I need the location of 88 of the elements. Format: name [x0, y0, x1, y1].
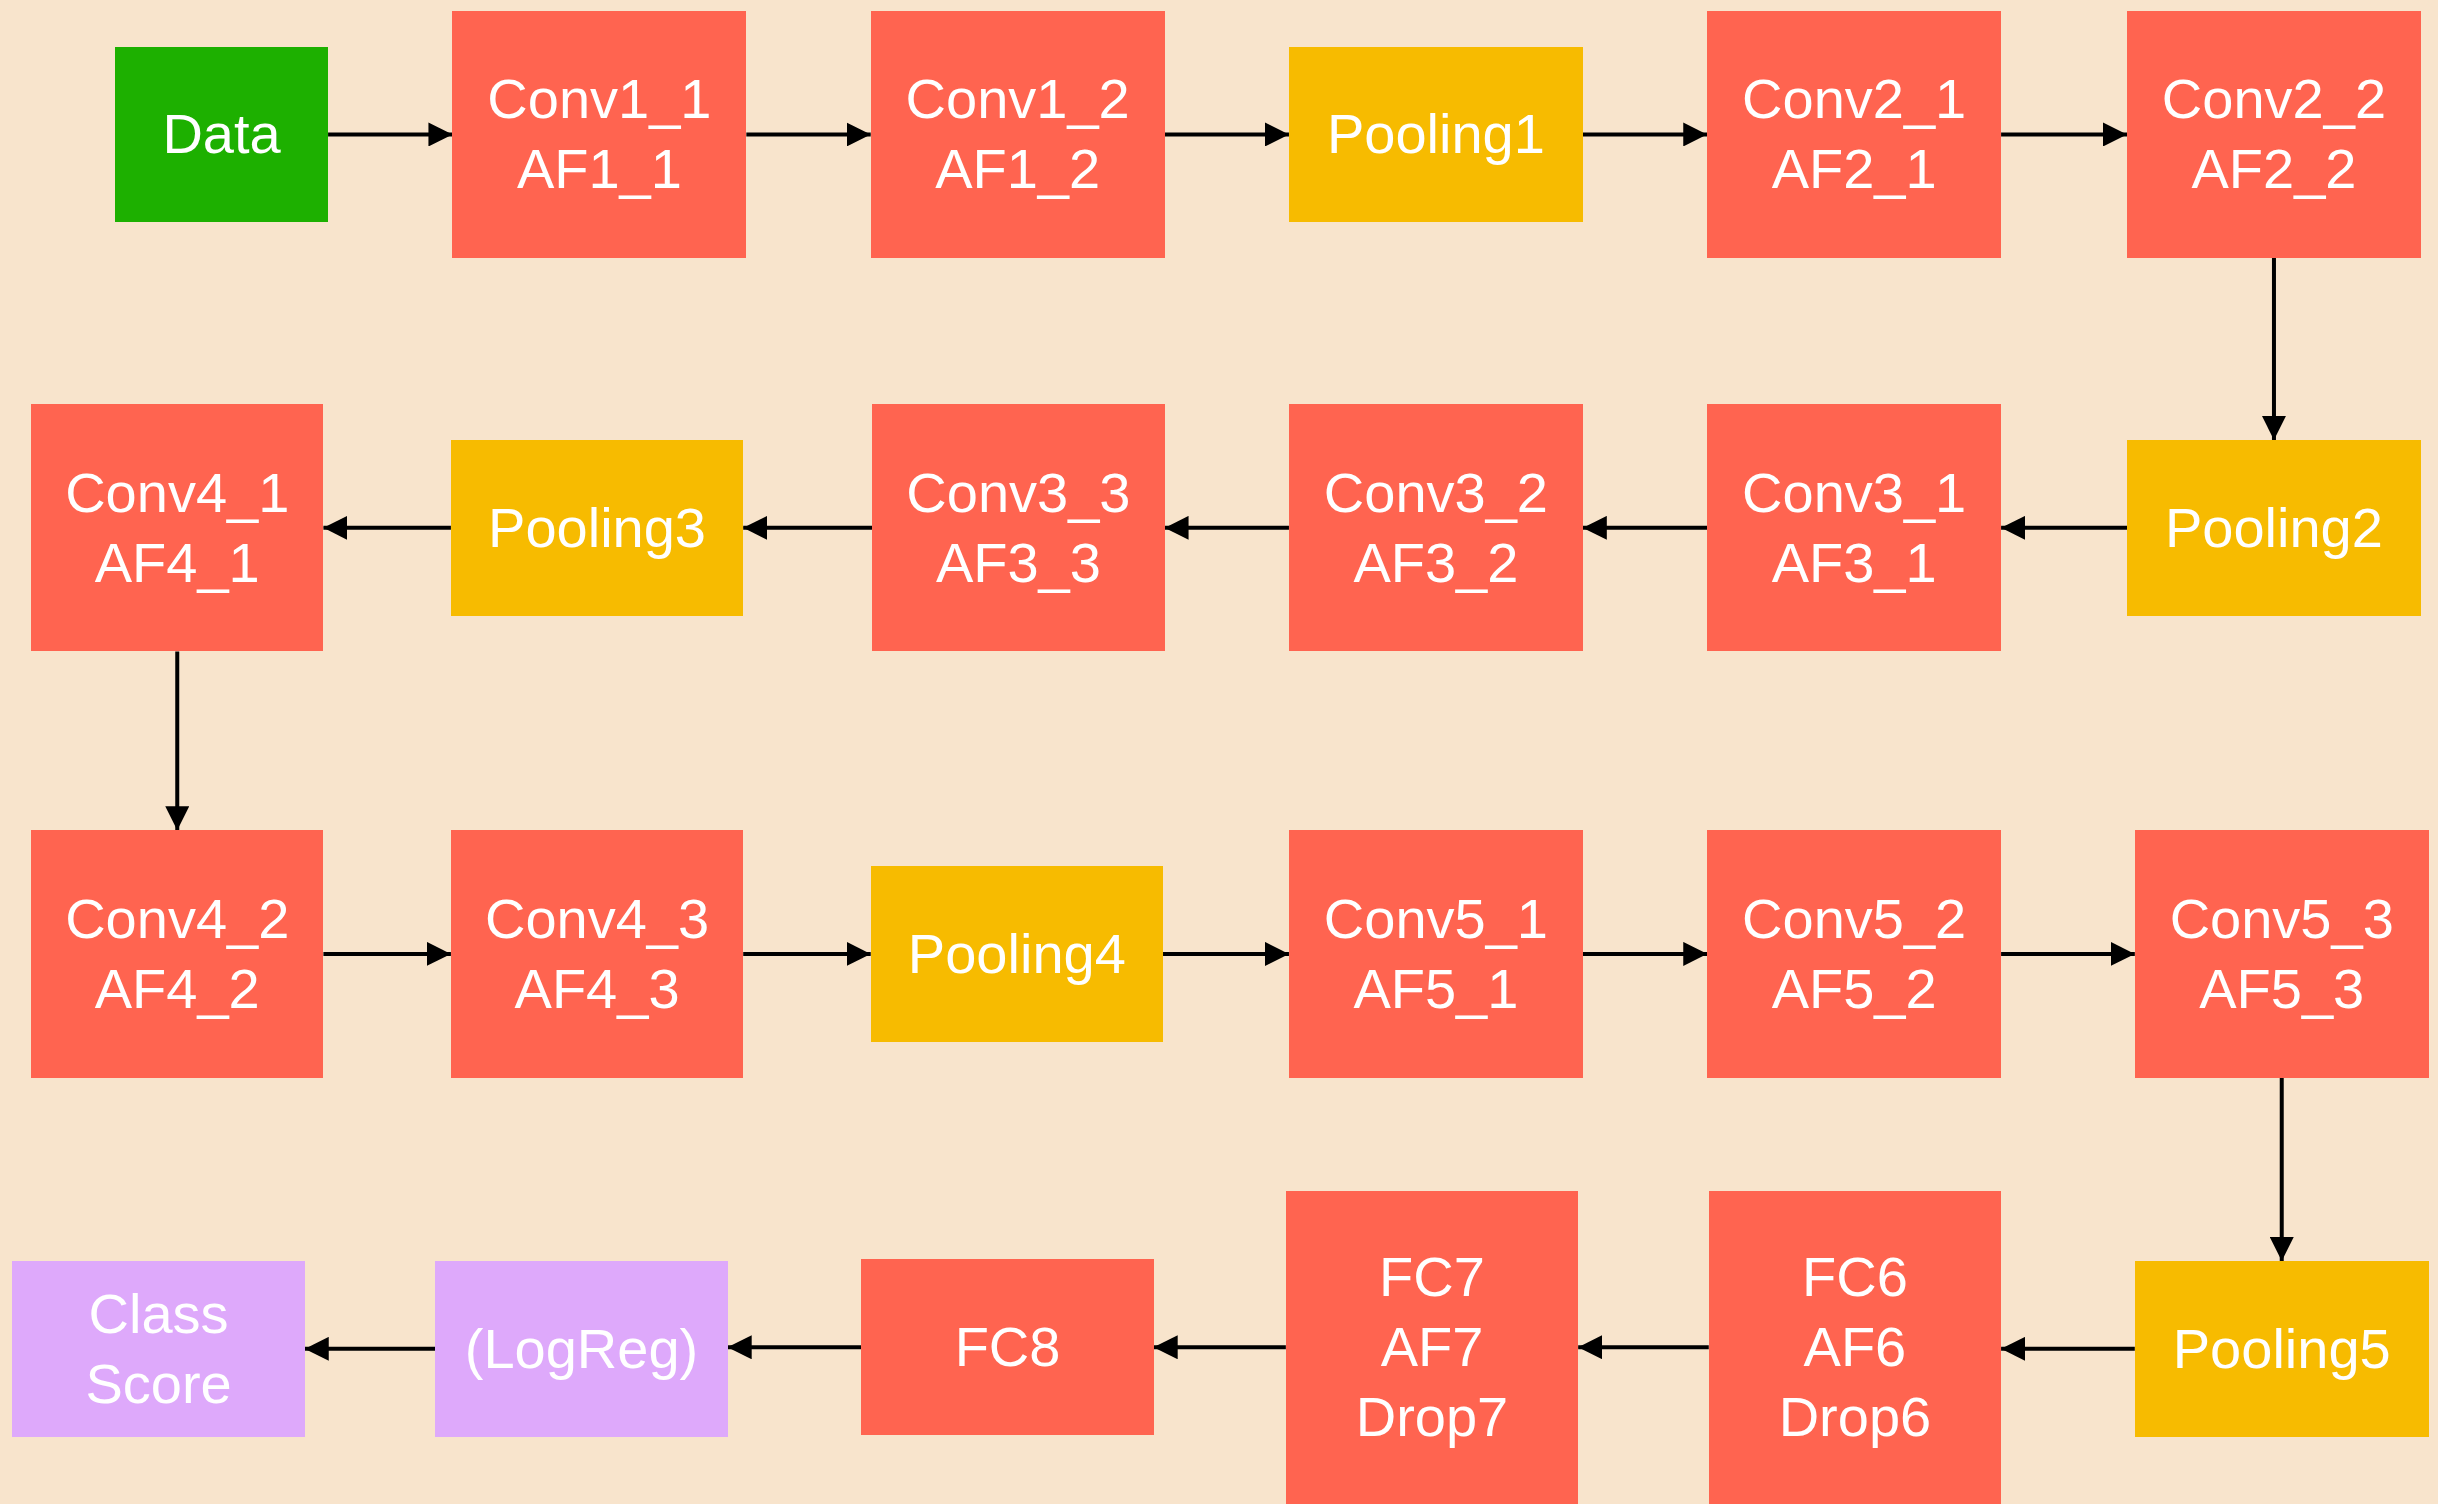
arrow	[328, 122, 453, 147]
layer-box	[1707, 10, 2002, 259]
arrow	[1582, 122, 1708, 147]
layer-label: Conv2_1	[1742, 66, 1967, 133]
arrow	[746, 122, 871, 147]
layer-box	[1288, 46, 1583, 223]
arrow	[2001, 941, 2135, 966]
layer-label: (LogReg)	[464, 1315, 699, 1382]
layer-label: Conv2_2	[2161, 66, 2387, 133]
layer-label: AF6	[1803, 1314, 1907, 1381]
layer-label: Drop7	[1355, 1384, 1509, 1451]
layer-label: AF5_1	[1353, 955, 1519, 1022]
arrow	[2269, 1077, 2294, 1261]
layer-box	[450, 830, 744, 1078]
arrow	[2001, 515, 2128, 540]
arrow	[1163, 941, 1289, 966]
layer-label: Pooling4	[907, 920, 1126, 987]
layer-box	[115, 46, 329, 223]
layer-label: AF1_1	[516, 136, 682, 203]
layer-label: Conv3_1	[1742, 459, 1967, 526]
layer-box	[870, 10, 1165, 259]
layer-box	[12, 1260, 305, 1437]
layer-box	[2134, 1260, 2429, 1437]
layer-box	[1288, 830, 1583, 1078]
layer-box	[31, 830, 324, 1078]
layer-box	[2127, 10, 2421, 259]
layer-box	[31, 404, 324, 652]
layer-label: AF3_1	[1771, 529, 1937, 596]
layer-label: Pooling1	[1326, 101, 1545, 168]
layer-box	[1285, 1191, 1579, 1504]
layer-box	[1707, 830, 2002, 1078]
arrow	[727, 1335, 862, 1360]
layer-label: Conv4_1	[65, 459, 290, 526]
arrow	[323, 941, 451, 966]
layer-box	[1288, 404, 1583, 652]
layer-box	[452, 10, 747, 259]
layer-label: AF3_3	[935, 529, 1101, 596]
arrow	[1578, 1335, 1709, 1360]
layer-label: AF2_1	[1771, 136, 1937, 203]
arrow	[323, 515, 451, 540]
layer-label: AF1_2	[935, 136, 1101, 203]
layer-box	[1708, 1191, 2002, 1504]
arrow	[1153, 1335, 1286, 1360]
layer-label: Drop6	[1778, 1384, 1932, 1451]
layer-label: AF4_1	[94, 529, 260, 596]
layer-box	[870, 866, 1163, 1042]
layer-label: FC7	[1379, 1244, 1485, 1311]
layer-label: Conv5_2	[1742, 885, 1967, 952]
layer-label: Conv5_3	[2169, 885, 2394, 952]
arrow	[165, 651, 190, 831]
layer-box	[1707, 404, 2002, 652]
layer-box	[872, 404, 1165, 652]
arrow	[1164, 122, 1289, 147]
arrow	[2001, 1336, 2135, 1361]
layer-label: AF5_2	[1771, 955, 1937, 1022]
arrow	[304, 1336, 436, 1361]
layer-box	[2134, 830, 2429, 1078]
layer-box	[450, 440, 744, 616]
arrow	[2001, 122, 2128, 147]
layer-label: Conv4_3	[484, 885, 710, 952]
layer-label: AF5_3	[2199, 955, 2365, 1022]
arrow	[2261, 258, 2286, 440]
layer-label: AF7	[1380, 1314, 1484, 1381]
layer-label: Class Score	[84, 1280, 233, 1417]
layer-box	[435, 1260, 728, 1437]
arrow	[1582, 515, 1708, 540]
layer-label: AF4_2	[94, 955, 260, 1022]
layer-label: Pooling2	[2164, 494, 2383, 561]
layer-box	[2127, 440, 2421, 616]
layer-label: Pooling5	[2172, 1315, 2391, 1382]
arrow	[1582, 941, 1708, 966]
layer-label: Pooling3	[488, 494, 706, 561]
layer-label: Conv1_2	[905, 66, 1130, 133]
layer-label: Conv4_2	[65, 885, 290, 952]
arrow	[1164, 515, 1289, 540]
layer-label: AF4_3	[514, 955, 680, 1022]
arrow	[743, 941, 871, 966]
layer-label: Conv3_2	[1323, 459, 1548, 526]
layer-label: FC6	[1802, 1244, 1908, 1311]
layer-label: Conv1_1	[487, 66, 712, 133]
layer-label: Conv3_3	[906, 459, 1131, 526]
layer-label: Conv5_1	[1323, 885, 1548, 952]
layer-label: AF2_2	[2191, 136, 2357, 203]
layer-label: Data	[162, 101, 281, 168]
arrow	[743, 515, 873, 540]
layer-label: FC8	[954, 1314, 1061, 1381]
layer-box	[861, 1259, 1154, 1436]
layer-label: AF3_2	[1353, 529, 1519, 596]
